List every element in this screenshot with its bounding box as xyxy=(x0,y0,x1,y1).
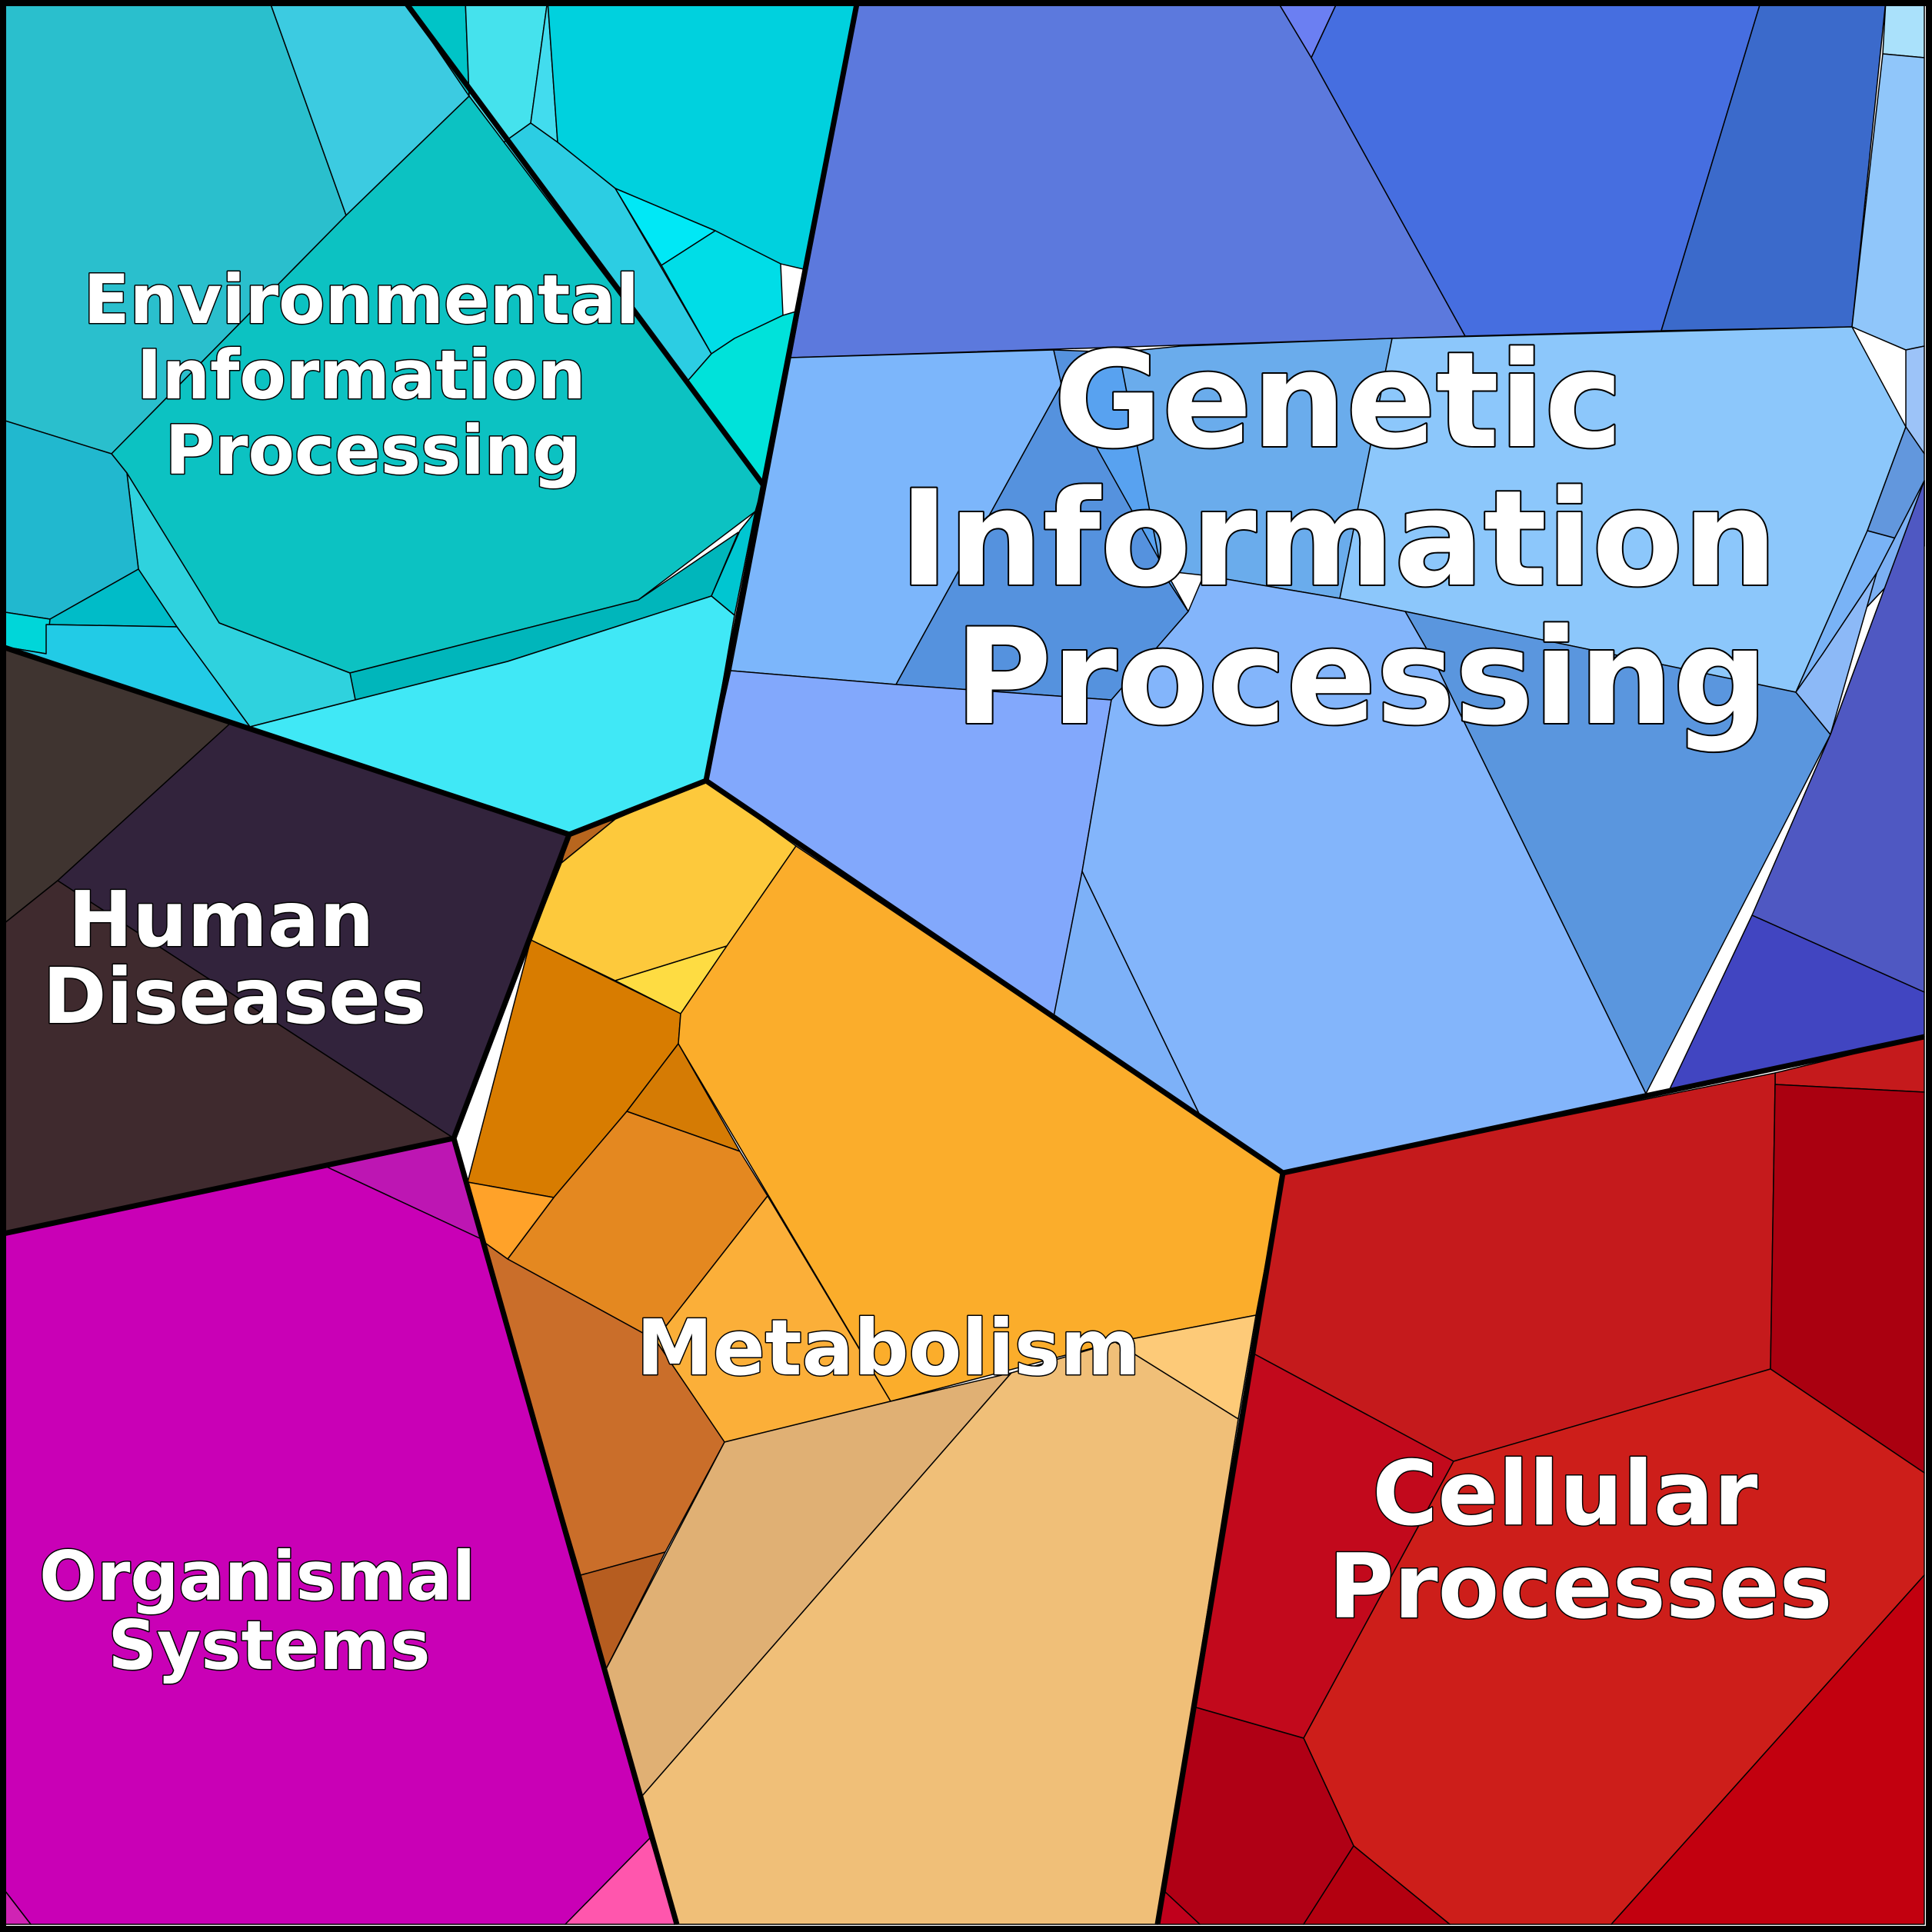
label-environmental-information-processing: Environmental Information Processing xyxy=(83,260,662,490)
label-cellular-processes: Cellular Processes xyxy=(1328,1442,1832,1639)
label-human-diseases: Human Diseases xyxy=(43,874,427,1041)
region-genetic-information-processing xyxy=(705,0,1925,1174)
label-genetic-information-processing: Genetic Information Processing xyxy=(899,323,1823,754)
label-metabolism: Metabolism xyxy=(636,1303,1140,1393)
region-organismal-systems xyxy=(0,1138,678,1925)
region-cellular-processes xyxy=(1157,1036,1925,1925)
region-human-diseases xyxy=(0,645,570,1235)
label-organismal-systems: Organismal Systems xyxy=(39,1537,499,1685)
